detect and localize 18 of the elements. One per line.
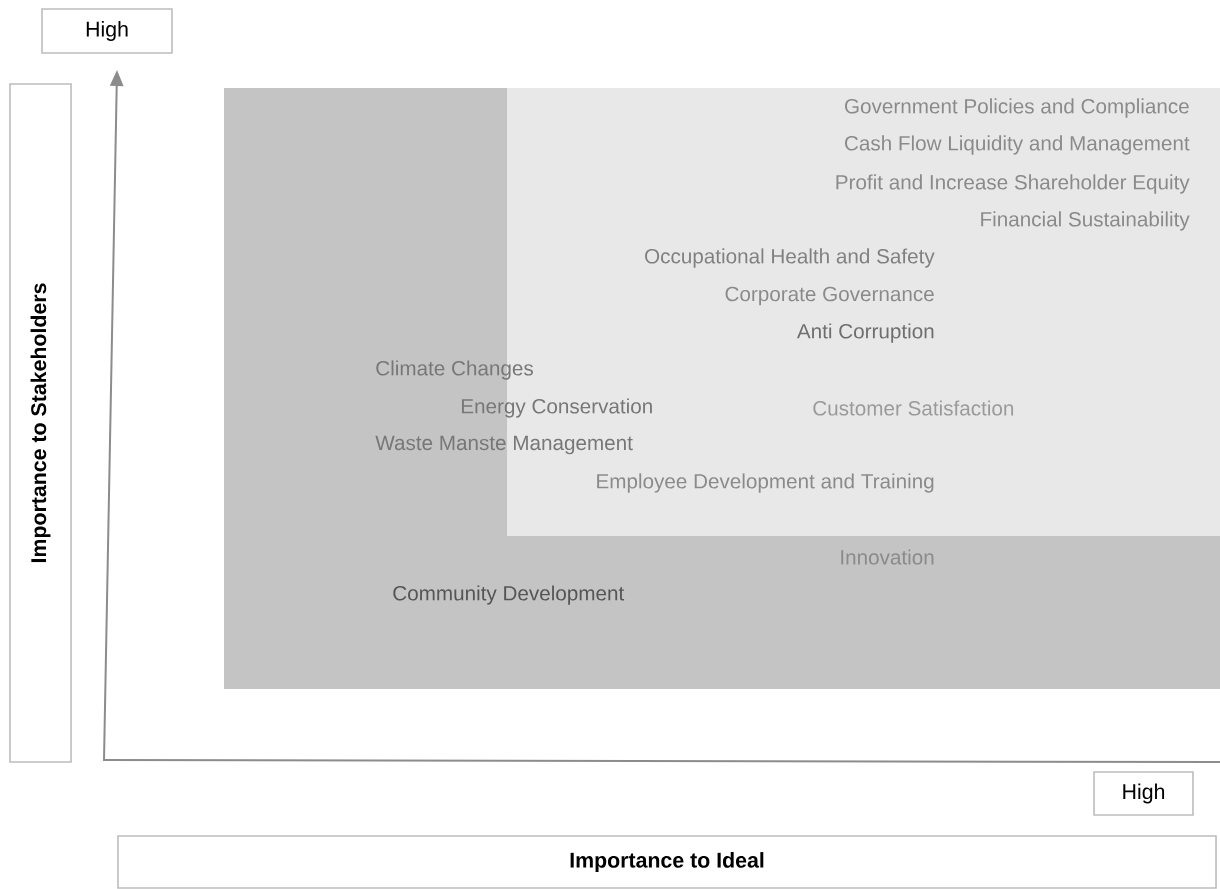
axis-label-box: High bbox=[41, 8, 173, 54]
topic-label: Innovation bbox=[841, 549, 934, 565]
topic-label: Financial Sustainability bbox=[981, 211, 1190, 231]
topic-label: Customer Satisfaction bbox=[813, 400, 1014, 416]
topic-label: Occupational Health and Safety bbox=[645, 248, 935, 268]
topic-label: Waste Manste Management bbox=[375, 435, 633, 455]
axis-label-box: Importance to Stakeholders bbox=[9, 83, 72, 763]
topic-label: Employee Development and Training bbox=[597, 473, 934, 493]
topic-label: Community Development bbox=[393, 585, 625, 605]
axis-label-box: High bbox=[1093, 771, 1194, 816]
topic-label: Anti Corruption bbox=[796, 323, 934, 343]
topic-label: Climate Changes bbox=[376, 360, 533, 380]
topic-label: Energy Conservation bbox=[461, 398, 652, 418]
topic-label: Profit and Increase Shareholder Equity bbox=[836, 174, 1190, 194]
topic-label: Corporate Governance bbox=[725, 286, 934, 306]
topic-label: Government Policies and Compliance bbox=[845, 98, 1189, 118]
axis-label-box: Importance to Ideal bbox=[117, 835, 1217, 889]
topic-label: Cash Flow Liquidity and Management bbox=[845, 135, 1190, 155]
